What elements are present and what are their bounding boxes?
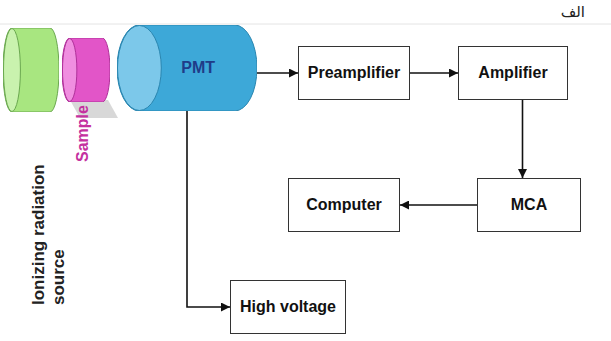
process-box: Amplifier bbox=[458, 46, 568, 100]
cylinder-outline bbox=[3, 28, 59, 112]
signal-arrow bbox=[257, 72, 298, 74]
figure-tag: الف bbox=[561, 3, 585, 21]
signal-arrow bbox=[400, 204, 477, 206]
sample-cylinder: Sample bbox=[62, 38, 110, 102]
cylinder-outline bbox=[62, 38, 110, 102]
process-box: Computer bbox=[288, 178, 400, 232]
signal-arrow bbox=[522, 100, 524, 178]
signal-arrow bbox=[187, 111, 230, 307]
cylinder-body bbox=[3, 28, 59, 112]
cylinder-face bbox=[63, 39, 77, 102]
box-label: Computer bbox=[306, 196, 382, 214]
cylinder-face bbox=[118, 26, 162, 111]
part-label: Sample bbox=[74, 92, 92, 162]
cylinder-face bbox=[4, 29, 21, 112]
process-box: High voltage bbox=[230, 280, 346, 334]
signal-arrow bbox=[410, 72, 458, 74]
top-rule bbox=[0, 24, 611, 25]
cylinder-body bbox=[117, 25, 257, 111]
box-label: MCA bbox=[511, 196, 547, 214]
radiation-source-cylinder: Ionizing radiation source bbox=[3, 28, 59, 112]
part-label: Ionizing radiation source bbox=[29, 115, 68, 305]
pmt-cylinder: PMT bbox=[117, 25, 257, 111]
box-label: High voltage bbox=[240, 298, 336, 316]
cylinder-body bbox=[62, 38, 110, 102]
box-label: Amplifier bbox=[478, 64, 547, 82]
process-box: Preamplifier bbox=[298, 46, 410, 100]
process-box: MCA bbox=[477, 178, 581, 232]
box-label: Preamplifier bbox=[308, 64, 400, 82]
part-label: PMT bbox=[181, 59, 215, 77]
